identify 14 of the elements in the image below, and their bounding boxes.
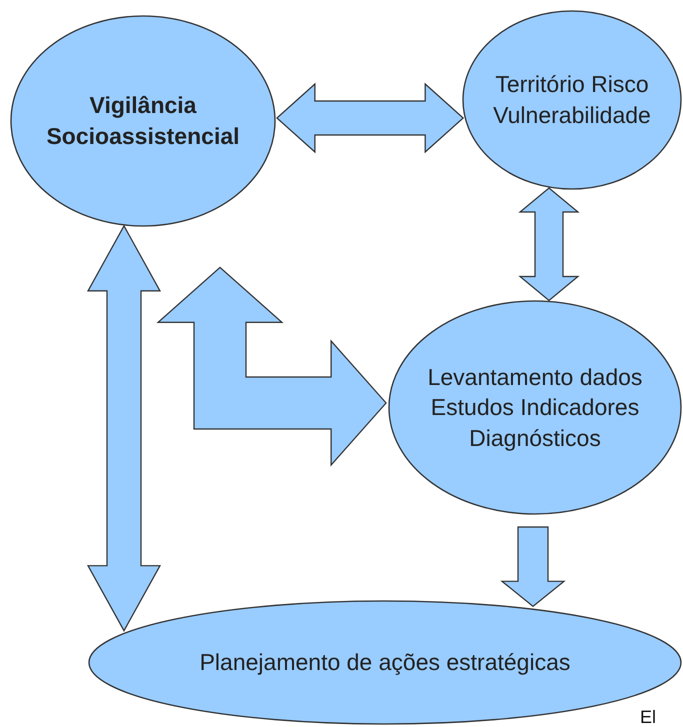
block-arrow	[86, 224, 162, 632]
ellipse-node	[388, 300, 682, 515]
note-text: El	[640, 707, 656, 727]
node-text: Levantamento dados Estudos Indicadores Diagnósticos	[426, 362, 644, 453]
node-text: Vigilância Socioassistencial	[45, 91, 241, 151]
node-text: Território Risco Vulnerabilidade	[492, 70, 652, 130]
node-text: Planejamento de ações estratégicas	[198, 648, 572, 678]
ellipse-node	[462, 10, 682, 190]
block-arrow	[500, 526, 566, 608]
ellipse-node	[88, 600, 682, 725]
ellipse-node	[10, 15, 276, 227]
block-arrow	[276, 82, 464, 154]
block-arrow	[156, 266, 387, 467]
block-arrow	[518, 187, 580, 302]
